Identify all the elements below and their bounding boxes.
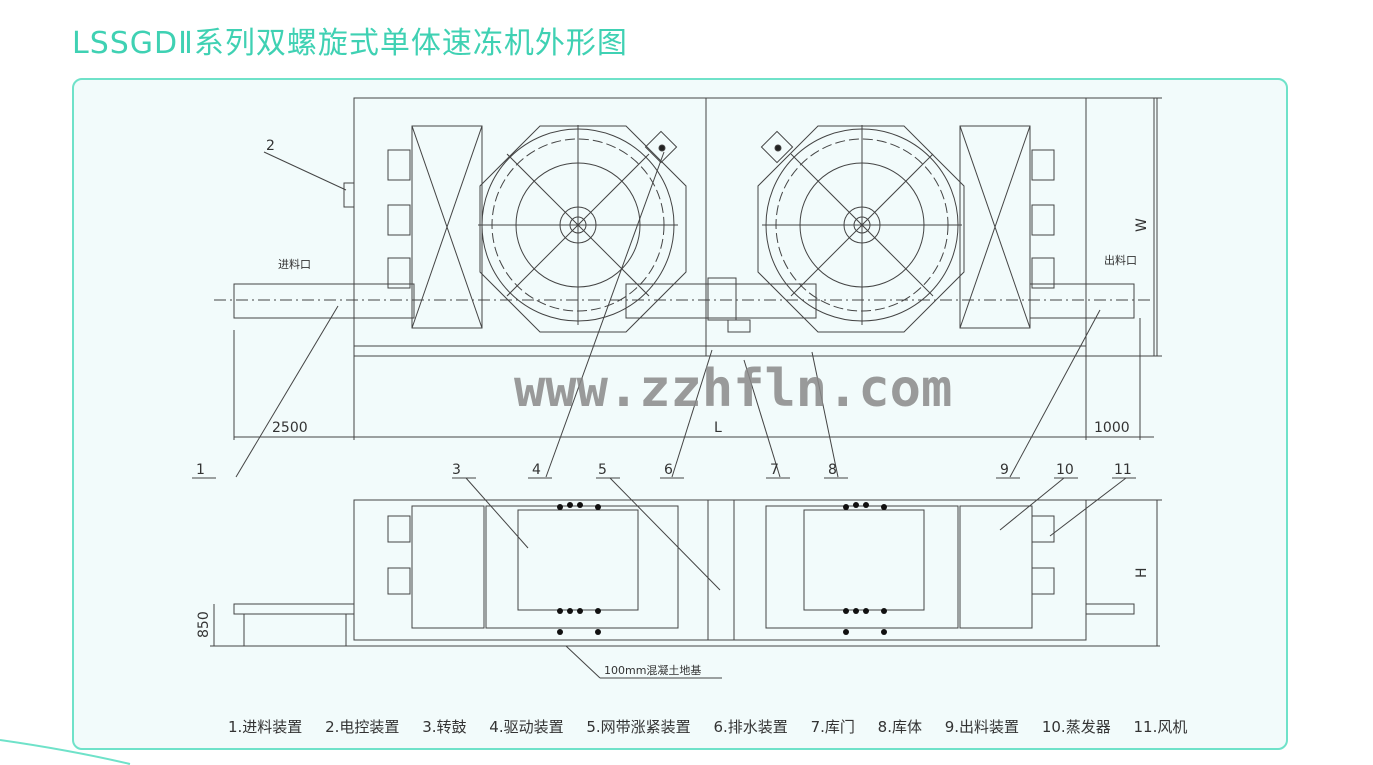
outfeed-conveyor — [1029, 283, 1135, 319]
drum-left — [478, 125, 687, 333]
callout-2: 2 — [266, 138, 275, 154]
infeed-conveyor — [233, 283, 415, 319]
page-title: LSSGDⅡ系列双螺旋式单体速冻机外形图 — [72, 26, 628, 61]
control-box — [343, 182, 355, 208]
drawing-panel — [72, 78, 1288, 750]
callout-1: 1 — [196, 462, 205, 478]
dim-left: 2500 — [272, 420, 308, 436]
callout-7: 7 — [770, 462, 779, 478]
dim-length: L — [714, 420, 722, 436]
legend-item: 6.排水装置 — [713, 718, 788, 736]
foundation-label: 100mm混凝土地基 — [604, 663, 701, 677]
outlet-label: 出料口 — [1104, 253, 1137, 267]
legend-item: 10.蒸发器 — [1041, 718, 1111, 736]
watermark: www.zzhfln.com — [514, 359, 952, 419]
callout-5: 5 — [598, 462, 607, 478]
legend: 1.进料装置 2.电控装置 3.转鼓 4.驱动装置 5.网带涨紧装置 6.排水装… — [228, 716, 1205, 737]
callout-3: 3 — [452, 462, 461, 478]
legend-item: 11.风机 — [1133, 718, 1188, 736]
dim-right: 1000 — [1094, 420, 1130, 436]
dim-width: W — [1134, 218, 1150, 232]
legend-item: 9.出料装置 — [944, 718, 1020, 736]
callout-10: 10 — [1056, 462, 1074, 478]
callout-9: 9 — [1000, 462, 1009, 478]
callout-11: 11 — [1114, 462, 1132, 478]
legend-item: 2.电控装置 — [325, 718, 400, 736]
evaporator-right — [959, 125, 1031, 329]
legend-item: 3.转鼓 — [422, 718, 467, 736]
housing-top — [353, 97, 1087, 357]
legend-item: 5.网带涨紧装置 — [586, 718, 691, 736]
legend-item: 1.进料装置 — [228, 718, 303, 736]
dim-height: H — [1134, 567, 1150, 578]
callout-6: 6 — [664, 462, 673, 478]
drum-right — [757, 125, 965, 333]
decorative-arc — [0, 739, 131, 765]
inlet-label: 进料口 — [278, 257, 311, 271]
dim-leg: 850 — [196, 611, 212, 638]
housing-side — [353, 499, 1087, 641]
callout-4: 4 — [532, 462, 541, 478]
legend-item: 4.驱动装置 — [489, 718, 564, 736]
legend-item: 8.库体 — [877, 718, 922, 736]
callout-8: 8 — [828, 462, 837, 478]
legend-item: 7.库门 — [810, 718, 855, 736]
